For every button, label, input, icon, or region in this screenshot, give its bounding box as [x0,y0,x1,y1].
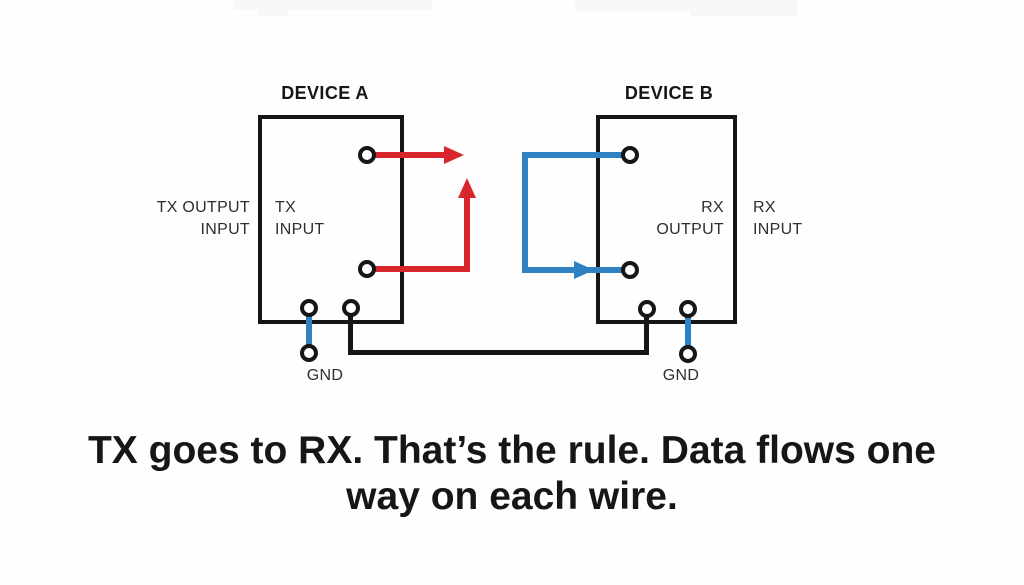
blue-rx-arrow-head-icon [574,261,594,279]
terminal-b-gnd-free [679,345,697,363]
device-a-outer-label-line2: INPUT [200,221,250,238]
device-b-inner-label: RX OUTPUT [656,197,724,241]
caption: TX goes to RX. That’s the rule. Data flo… [0,428,1024,520]
blue-rx-wire-top-line [522,152,632,158]
blue-gnd-stub-b [685,310,691,351]
device-b-inner-label-line2: OUTPUT [656,221,724,238]
top-artifact-bar-left [233,0,432,10]
terminal-a-gnd-free [300,344,318,362]
device-a-gnd-label: GND [306,367,344,384]
red-tx-arrow-top-line [370,152,446,158]
red-tx-arrow-bottom-line [370,266,470,272]
top-artifact-tab-right [690,0,797,16]
gnd-wire-vertical-a [348,314,353,355]
device-a-box [258,115,404,324]
caption-line2: way on each wire. [346,475,678,518]
terminal-a-tx-bottom [358,260,376,278]
device-a-inner-label-line2: INPUT [275,221,325,238]
blue-rx-wire-vertical-line [522,152,528,273]
device-a-title: DEVICE A [281,83,369,103]
device-b-box [596,115,737,324]
blue-gnd-stub-a [306,310,312,350]
device-a-inner-label-line1: TX [275,199,297,216]
device-a-outer-label-line1: TX OUTPUT [156,199,250,216]
terminal-b-rx-bottom [621,261,639,279]
device-a-outer-label: TX OUTPUT INPUT [157,197,250,241]
terminal-b-gnd-right [679,300,697,318]
terminal-a-gnd-right [342,299,360,317]
red-tx-arrow-vertical-line [464,196,470,272]
device-b-inner-label-line1: RX [701,199,724,216]
device-b-outer-label-line1: RX [753,199,776,216]
device-b-gnd-label: GND [662,367,700,384]
gnd-wire-horizontal [348,350,649,355]
device-b-outer-label-line2: INPUT [753,221,803,238]
terminal-b-gnd-left [638,300,656,318]
red-tx-arrow-top-head-icon [444,146,464,164]
device-a-inner-label: TX INPUT [275,197,325,241]
terminal-b-rx-top [621,146,639,164]
top-artifact-tab-left [257,0,288,16]
terminal-a-tx-top [358,146,376,164]
red-tx-arrow-up-head-icon [458,178,476,198]
gnd-wire-vertical-b [644,314,649,355]
device-b-outer-label: RX INPUT [753,197,803,241]
terminal-a-gnd-left [300,299,318,317]
caption-line1: TX goes to RX. That’s the rule. Data flo… [87,429,936,472]
device-b-title: DEVICE B [624,83,714,103]
